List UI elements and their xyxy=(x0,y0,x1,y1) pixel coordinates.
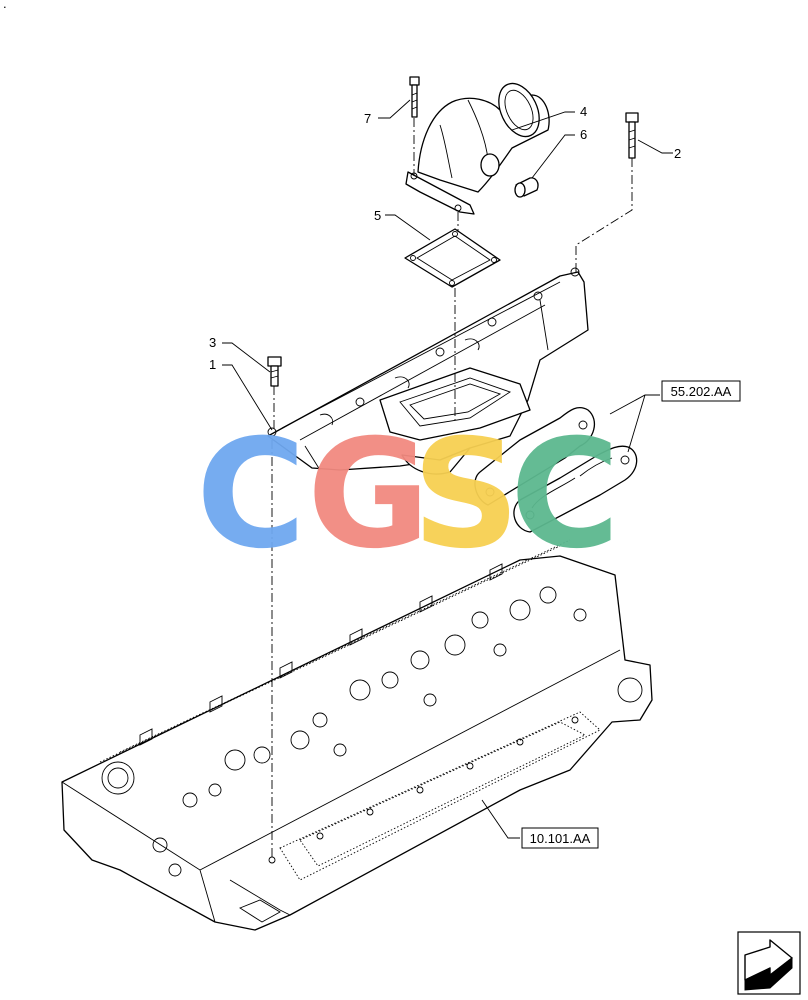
callout-1: 1 xyxy=(209,357,216,372)
callout-7: 7 xyxy=(364,111,371,126)
reference-gasket[interactable]: 55.202.AA xyxy=(661,380,741,402)
cylinder-head xyxy=(61,539,653,931)
watermark: C G S C xyxy=(196,408,620,582)
alignment-lines xyxy=(271,118,633,860)
callout-3: 3 xyxy=(209,335,216,350)
corner-mark: . xyxy=(3,0,7,11)
callout-5: 5 xyxy=(374,208,381,223)
callout-2: 2 xyxy=(674,146,681,161)
plug xyxy=(514,177,539,198)
callout-6: 6 xyxy=(580,127,587,142)
watermark-letter-2: G xyxy=(307,408,430,582)
watermark-letter-3: S xyxy=(412,408,520,582)
reference-cylinder-head[interactable]: 10.101.AA xyxy=(521,827,599,849)
callout-4: 4 xyxy=(580,104,587,119)
watermark-letter-4: C xyxy=(510,408,620,582)
elbow-outlet xyxy=(405,82,550,215)
bolt-7 xyxy=(409,76,420,118)
manifold-gaskets xyxy=(474,406,638,533)
outlet-gasket xyxy=(404,228,501,288)
reference-cylinder-head-label: 10.101.AA xyxy=(530,831,591,846)
bolt-2 xyxy=(625,112,639,159)
leader-lines xyxy=(222,99,673,839)
reference-gasket-label: 55.202.AA xyxy=(671,384,732,399)
bolt-3 xyxy=(267,356,282,387)
next-page-arrow-icon[interactable] xyxy=(737,931,801,995)
watermark-letter-1: C xyxy=(196,408,306,582)
